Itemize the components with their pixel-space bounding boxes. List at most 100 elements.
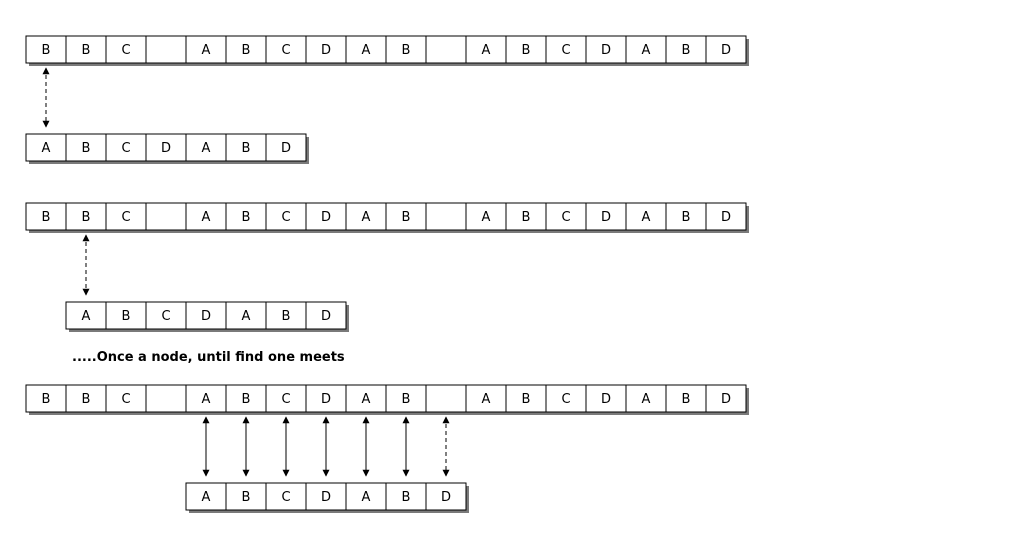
text-row-cell: C xyxy=(545,202,587,231)
text-row-cell: A xyxy=(625,35,667,64)
pattern-row-cell-label: A xyxy=(362,490,371,505)
text-row-cell: B xyxy=(25,384,67,413)
text-row-cell-label: A xyxy=(202,43,211,58)
pattern-row-cell-label: C xyxy=(121,141,130,156)
text-row-cell-box xyxy=(265,202,307,231)
text-row-cell: C xyxy=(545,384,587,413)
pattern-row-cell: D xyxy=(265,133,307,162)
text-row-cell-box xyxy=(625,202,667,231)
text-row-cell: A xyxy=(465,384,507,413)
text-row-cell-box xyxy=(585,384,627,413)
pattern-row-cell: D xyxy=(185,301,227,330)
text-row-cell: B xyxy=(225,35,267,64)
pattern-row-cell-box xyxy=(425,482,467,511)
pattern-row-cell-label: A xyxy=(42,141,51,156)
pattern-row-cell-label: A xyxy=(242,309,251,324)
text-row-cell xyxy=(145,202,187,231)
text-row-cell-box xyxy=(385,35,427,64)
text-row-cell-label: A xyxy=(362,43,371,58)
text-row-cell: B xyxy=(385,384,427,413)
pattern-row-cell: B xyxy=(105,301,147,330)
pattern-row-cell-box xyxy=(265,133,307,162)
text-row-cell-label: C xyxy=(281,210,290,225)
text-row-cell xyxy=(425,202,467,231)
pattern-row-cell-box xyxy=(305,482,347,511)
text-row-cell: D xyxy=(705,384,747,413)
text-row-cell-box xyxy=(185,35,227,64)
text-row-cell-label: D xyxy=(601,43,611,58)
text-row-cell: B xyxy=(225,202,267,231)
text-row-cell: C xyxy=(545,35,587,64)
text-row-cell-box xyxy=(585,35,627,64)
text-row-cell-label: B xyxy=(402,392,411,407)
pattern-row-cell: A xyxy=(25,133,67,162)
text-row-cell: A xyxy=(345,35,387,64)
text-row-cell-box xyxy=(625,35,667,64)
text-row-cell: B xyxy=(65,35,107,64)
text-row-cell: D xyxy=(585,202,627,231)
text-row-cell-box xyxy=(465,35,507,64)
text-row-cell: D xyxy=(305,384,347,413)
text-row-cell: B xyxy=(385,35,427,64)
text-row-cell xyxy=(425,35,467,64)
pattern-row-cell: B xyxy=(385,482,427,511)
text-row-cell-label: B xyxy=(82,210,91,225)
text-row-cell: B xyxy=(385,202,427,231)
text-row-cell: B xyxy=(665,202,707,231)
text-row-cell-label: A xyxy=(642,210,651,225)
text-row-cell-box xyxy=(65,35,107,64)
text-row-cell: D xyxy=(585,384,627,413)
text-row-cell-label: A xyxy=(482,43,491,58)
text-row-cell-box xyxy=(705,202,747,231)
text-row-cell-box xyxy=(705,35,747,64)
text-row-cell-box xyxy=(265,384,307,413)
text-row-cell-label: C xyxy=(561,43,570,58)
pattern-row-cell: A xyxy=(345,482,387,511)
text-row-cell-box xyxy=(225,202,267,231)
pattern-row-cell: B xyxy=(225,482,267,511)
text-row-cell-box xyxy=(65,202,107,231)
text-row-cell-label: C xyxy=(561,392,570,407)
text-row-cell-box xyxy=(465,384,507,413)
text-row-cell-box xyxy=(145,384,187,413)
text-row-cell-box xyxy=(345,384,387,413)
text-row-cell: B xyxy=(65,202,107,231)
text-row-cell-box xyxy=(145,35,187,64)
text-row-cell-label: A xyxy=(642,43,651,58)
text-row-cell-label: B xyxy=(82,43,91,58)
text-row-cell-label: B xyxy=(402,43,411,58)
text-row-cell-label: D xyxy=(721,392,731,407)
text-row-cell-label: B xyxy=(522,392,531,407)
pattern-row-cell-label: D xyxy=(321,309,331,324)
text-row-cell-label: B xyxy=(522,210,531,225)
pattern-row-cell-label: B xyxy=(282,309,291,324)
text-row-cell-label: B xyxy=(42,210,51,225)
text-row-cell: C xyxy=(105,35,147,64)
text-row-cell-label: D xyxy=(321,43,331,58)
text-row-cell: A xyxy=(625,202,667,231)
text-row-cell: A xyxy=(465,35,507,64)
text-row-cell: C xyxy=(265,202,307,231)
text-row-cell: B xyxy=(665,384,707,413)
text-row-cell: A xyxy=(465,202,507,231)
text-row-cell: A xyxy=(345,384,387,413)
text-row-cell-box xyxy=(185,202,227,231)
pattern-row-cell-label: C xyxy=(161,309,170,324)
text-row-cell-box xyxy=(65,384,107,413)
pattern-row-cell-box xyxy=(225,482,267,511)
text-row-cell-label: C xyxy=(121,210,130,225)
text-row-cell-label: A xyxy=(482,392,491,407)
text-row-cell-label: A xyxy=(642,392,651,407)
text-row-cell-box xyxy=(705,384,747,413)
text-row-cell-label: A xyxy=(362,392,371,407)
pattern-row-cell-box xyxy=(145,301,187,330)
pattern-row-cell: D xyxy=(305,301,347,330)
text-row-cell-label: C xyxy=(121,43,130,58)
